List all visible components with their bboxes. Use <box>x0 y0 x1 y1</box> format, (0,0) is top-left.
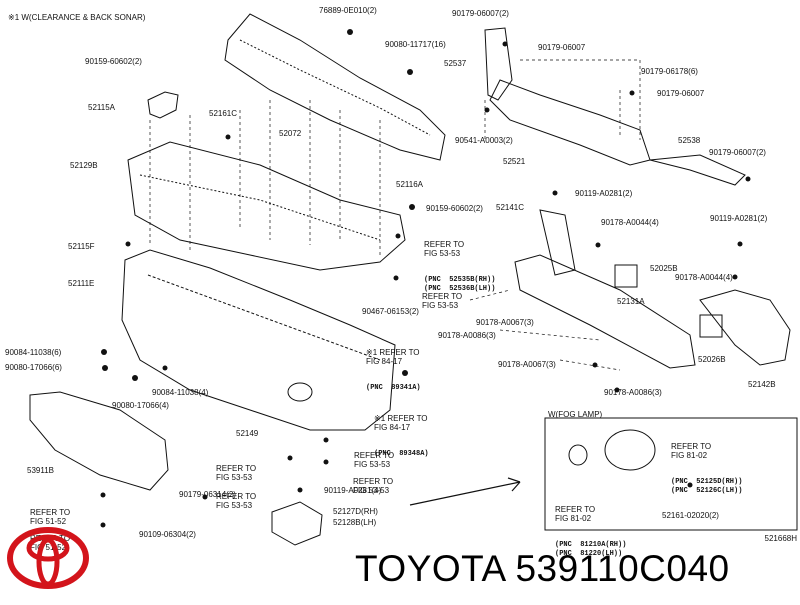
part-label: 52129B <box>70 161 98 170</box>
part-label: 52026B <box>698 355 726 364</box>
part-label: 52115F <box>68 242 95 251</box>
part-label: 90179-06178(6) <box>641 67 698 76</box>
part-label: 52141C <box>496 203 525 212</box>
part-label: 52538 <box>678 136 701 145</box>
brand-name: TOYOTA <box>355 548 505 589</box>
part-label: 52072 <box>279 129 302 138</box>
reference-text: REFER TO FIG 53-53 <box>216 492 257 510</box>
part-label: 90084-11038(6) <box>5 348 62 357</box>
reference-callout: ※1 REFER TO FIG 84-17 (PNC 89348A) <box>374 396 429 477</box>
part-label: 90080-17066(4) <box>112 401 169 410</box>
part-label: 90179-06007(2) <box>709 148 766 157</box>
reference-callout: REFER TO FIG 53-53 <box>216 446 256 500</box>
reference-text: ※1 REFER TO FIG 84-17 <box>374 414 428 432</box>
reference-pnc: (PNC 81210A(RH)) (PNC 81220(LH)) <box>555 541 627 558</box>
reference-pnc: (PNC 89348A) <box>374 450 429 458</box>
reference-text: REFER TO FIG 53-53 <box>216 464 257 482</box>
reference-callout: REFER TO FIG 51-52 <box>30 490 70 544</box>
part-label: 90179-06007(2) <box>452 9 509 18</box>
part-label: 52521 <box>503 157 526 166</box>
reference-pnc: (PNC 52535B(RH)) (PNC 52536B(LH)) <box>424 276 496 293</box>
part-label: 52111E <box>68 279 95 288</box>
reference-callout: REFER TO FIG 81-02 (PNC 52125D(RH)) (PNC… <box>671 424 742 514</box>
header-note: ※1 W(CLEARANCE & BACK SONAR) <box>8 13 146 22</box>
part-label: 52161-02020(2) <box>662 511 719 520</box>
reference-callout: REFER TO FIG 53-53 (PNC 52535B(RH)) (PNC… <box>424 222 495 312</box>
bumper-main-drawing <box>121 249 396 431</box>
fastener-marks <box>100 29 751 528</box>
part-label: 90119-A0281(2) <box>710 214 768 223</box>
part-label: 90178-A0067(3) <box>498 360 556 369</box>
part-label: 52115A <box>88 103 115 112</box>
bumper-cover-upper-drawing <box>127 141 406 271</box>
part-label: 53911B <box>27 466 54 475</box>
reference-text: ※1 REFER TO FIG 84-17 <box>366 348 420 366</box>
fog-lamp-arrow <box>409 481 521 506</box>
diagram-code: 521668H <box>764 534 797 543</box>
part-label: 90080-17066(6) <box>5 363 62 372</box>
part-label: 90159-60602(2) <box>426 204 483 213</box>
part-label: 52116A <box>396 180 423 189</box>
reference-text: REFER TO FIG 51-52 <box>30 508 71 526</box>
part-label: 90178-A0086(3) <box>438 331 496 340</box>
part-label: 52537 <box>444 59 467 68</box>
part-label: 52149 <box>236 429 259 438</box>
reference-callout: REFER TO FIG 53-53 <box>216 474 256 528</box>
reference-text: REFER TO FIG 53-53 <box>354 451 395 469</box>
reference-pnc: (PNC 89341A) <box>366 384 421 392</box>
bracket-52115a-drawing <box>147 91 179 119</box>
part-label: 90178-A0086(3) <box>604 388 662 397</box>
fog-lamp-box <box>544 417 798 531</box>
reference-text: REFER TO FIG 81-02 <box>555 505 596 523</box>
brand-and-part-number: TOYOTA 539110C040 <box>355 548 730 590</box>
reference-text: REFER TO FIG 53-53 <box>422 292 463 310</box>
part-label: 90541-A0003(2) <box>455 136 513 145</box>
reference-text: REFER TO FIG 81-02 <box>671 442 712 460</box>
part-label: 90178-A0044(4) <box>601 218 659 227</box>
part-label: 52131A <box>617 297 645 306</box>
reference-callout: REFER TO FIG 81-02 (PNC 81210A(RH)) (PNC… <box>555 487 626 577</box>
reference-callout: REFER TO FIG 53-53 <box>354 433 394 487</box>
part-label: 90179-06007 <box>657 89 705 98</box>
part-label: 52127D(RH) <box>333 507 378 516</box>
part-label: 90159-60602(2) <box>85 57 142 66</box>
fog-bezel-drawing <box>271 501 323 546</box>
part-label: 90179-06314(2) <box>179 490 236 499</box>
part-label: 90080-11717(16) <box>385 40 446 49</box>
reference-callout: REFER TO FIG 53-53 <box>353 459 393 513</box>
fog-box-title: W(FOG LAMP) <box>548 410 603 419</box>
part-label: 90119-A0281(2) <box>575 189 633 198</box>
impact-beam-drawing <box>514 254 696 369</box>
part-label: 90119-A0281(4) <box>324 486 382 495</box>
part-label: 90179-06007 <box>538 43 586 52</box>
reference-pnc: (PNC 52125D(RH)) (PNC 52126C(LH)) <box>671 478 743 495</box>
reinforcement-52521-drawing <box>489 79 651 166</box>
part-label: 90109-06304(2) <box>139 530 196 539</box>
part-number: 539110C040 <box>515 548 730 589</box>
reference-callout: REFER TO FIG 53-53 <box>422 274 462 328</box>
part-label: 52025B <box>650 264 678 273</box>
lower-spoiler-drawing <box>29 391 169 491</box>
reference-text: REFER TO FIG 53-53 <box>353 477 394 495</box>
part-label: 76889-0E010(2) <box>319 6 377 15</box>
part-label: 90467-06153(2) <box>362 307 419 316</box>
part-label: 90178-A0044(4) <box>675 273 733 282</box>
part-label: 90178-A0067(3) <box>476 318 534 327</box>
part-label: 52128B(LH) <box>333 518 377 527</box>
reference-text: REFER TO FIG 53-53 <box>424 240 465 258</box>
part-label: 90084-11038(4) <box>152 388 209 397</box>
toyota-logo-icon <box>7 527 89 589</box>
part-label: 52161C <box>209 109 238 118</box>
part-label: 52142B <box>748 380 776 389</box>
upper-absorber-drawing <box>224 13 446 161</box>
reference-callout: ※1 REFER TO FIG 84-17 (PNC 89341A) <box>366 330 421 411</box>
